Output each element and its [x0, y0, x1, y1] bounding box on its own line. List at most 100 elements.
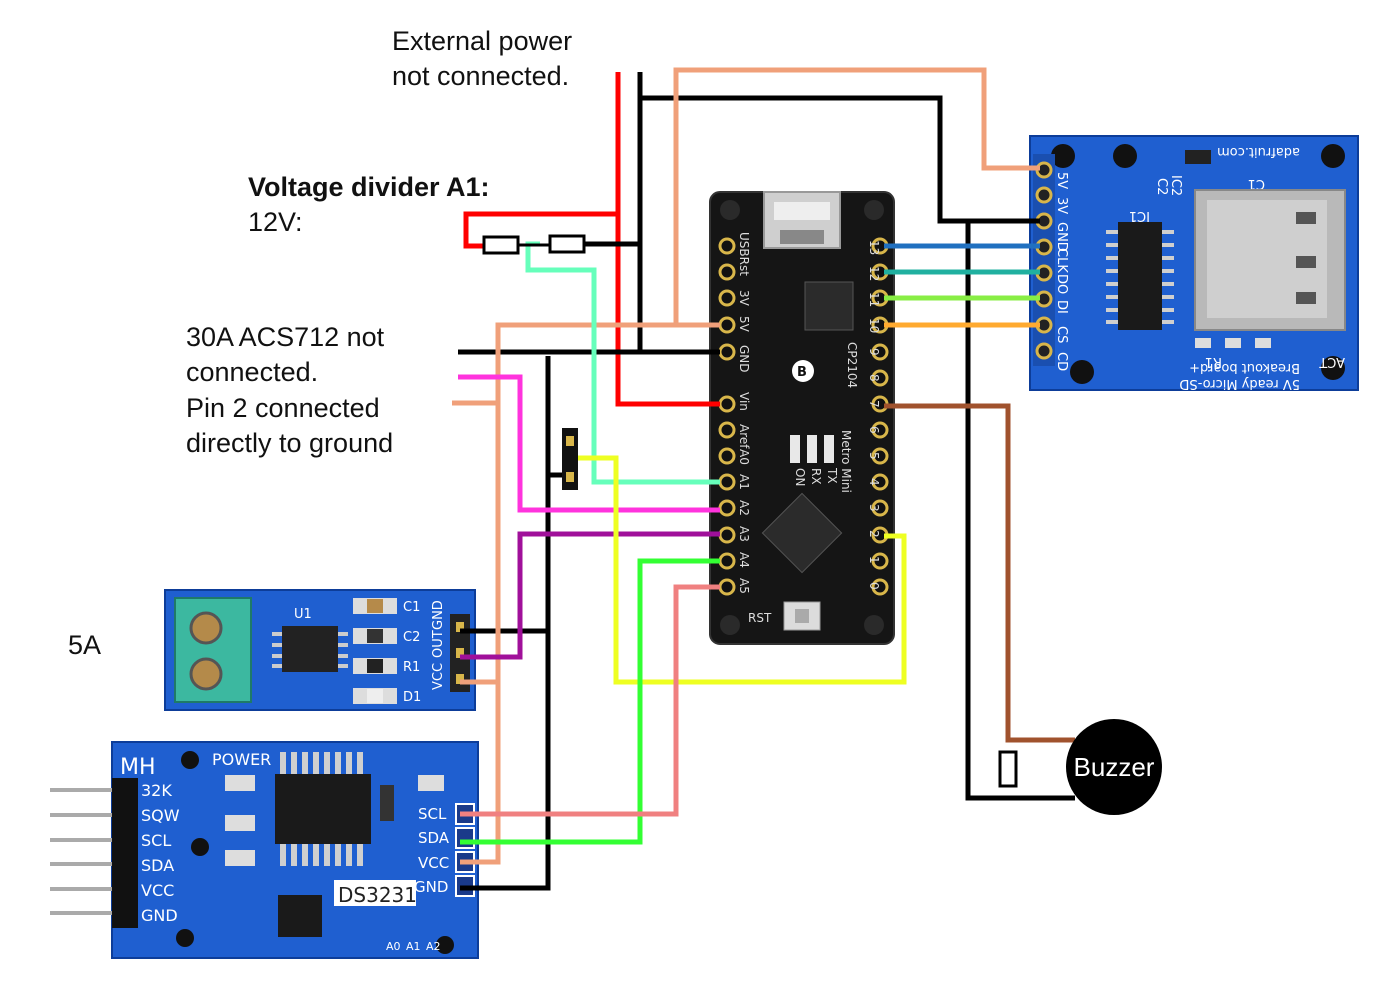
metro-pin-6: 6 — [867, 426, 881, 434]
sd-silk-ic2: IC2 — [1168, 175, 1183, 196]
terminal-block-icon — [174, 597, 252, 703]
metro-pin-4: 4 — [867, 478, 881, 486]
acs-note-line2: connected. — [186, 357, 319, 387]
metro-pin-2: 2 — [867, 530, 881, 538]
wire-salmon-5v — [460, 322, 720, 865]
metro-silk-b: B — [797, 365, 807, 380]
sd-silk-c2: C2 — [1154, 178, 1169, 195]
sd-pin-3v: 3V — [1054, 197, 1069, 214]
sd-pin-do: DO — [1054, 274, 1069, 294]
rtc-lpin-sda: SDA — [141, 856, 174, 875]
acs-pin-vcc: VCC — [431, 663, 446, 690]
metro-pin-gnd: GND — [737, 345, 751, 373]
cp2104-chip-icon — [804, 281, 854, 331]
acs712-5a-board: U1 C1 C2 R1 D1 VCC OUT GND — [164, 589, 476, 711]
wire-black-sd-gnd — [640, 95, 1040, 224]
metro-silk-on: ON — [793, 468, 807, 486]
acs-ic-chip-icon — [272, 626, 348, 672]
wire-salmon-sd-5v — [673, 67, 1040, 325]
acs-silk-u1: U1 — [294, 607, 312, 622]
usb-connector-icon — [763, 191, 841, 249]
metro-pin-1: 1 — [867, 556, 881, 564]
metro-pin-usbrst: USBRst — [737, 232, 751, 276]
rtc-silk-mh: MH — [120, 755, 156, 780]
metro-pin-8: 8 — [867, 374, 881, 382]
rtc-rpin-vcc: VCC — [418, 854, 449, 872]
sd-silk-brand: adafruit.com — [1217, 144, 1300, 159]
sd-slot-icon — [1194, 189, 1346, 331]
acs-silk-c2: C2 — [403, 630, 420, 645]
metro-pin-a0: A0 — [737, 449, 751, 465]
metro-silk-rx: RX — [809, 468, 823, 485]
rtc-silk-a1: A1 — [406, 940, 421, 953]
wire-mint-a1 — [525, 241, 720, 485]
acs-silk-d1: D1 — [403, 690, 421, 705]
resistor-icon — [482, 235, 520, 255]
wire-black-buzzer-gnd — [965, 221, 1075, 801]
metro-pin-a5: A5 — [737, 578, 751, 594]
sd-pin-di: DI — [1054, 300, 1069, 314]
rtc-silk-ds3231: DS3231 — [338, 883, 417, 907]
sd-silk-act: ACT — [1319, 354, 1345, 369]
metro-pin-3: 3 — [867, 504, 881, 512]
metro-pin-10: 10 — [867, 318, 881, 333]
rtc-silk-a2: A2 — [426, 940, 441, 953]
metro-pin-5v: 5V — [737, 316, 751, 333]
sd-ic-chip-icon — [1106, 222, 1174, 330]
rtc-rpin-scl: SCL — [418, 805, 447, 823]
acs-note-line4: directly to ground — [186, 428, 394, 458]
metro-pin-13: 13 — [867, 240, 881, 255]
rtc-ic-chip-icon — [275, 752, 371, 866]
metro-pin-a2: A2 — [737, 500, 751, 516]
sd-silk-c1: C1 — [1248, 176, 1265, 191]
sd-silk-line2: Breakout board+ — [1189, 360, 1300, 375]
sd-breakout-board: 5V 3V GND CLK DO DI CS CD IC1 IC2 C2 C1 — [1029, 135, 1359, 391]
sd-silk-line1: 5V ready Micro-SD — [1179, 376, 1300, 391]
metro-silk-rst: RST — [748, 611, 772, 625]
acs-pin-gnd: GND — [431, 600, 446, 630]
metro-pin-vin: Vin — [737, 392, 751, 411]
atmega-chip-icon — [761, 492, 843, 574]
sd-silk-r1: R1 — [1205, 354, 1222, 369]
metro-pin-5: 5 — [867, 452, 881, 460]
rtc-lpin-scl: SCL — [141, 831, 171, 850]
wire-brown-buzzer — [884, 403, 1075, 743]
resistor-icon — [548, 234, 586, 254]
metro-pin-9: 9 — [867, 348, 881, 356]
sd-pin-cs: CS — [1054, 326, 1069, 343]
acs-5a-label: 5A — [68, 630, 102, 660]
sd-pin-5v: 5V — [1054, 172, 1069, 189]
external-power-label-line1: External power — [392, 26, 573, 56]
sd-pin-clk: CLK — [1054, 248, 1069, 273]
sd-pin-cd: CD — [1054, 352, 1069, 371]
rtc-rpin-gnd: GND — [414, 878, 448, 896]
rtc-lpin-sqw: SQW — [141, 806, 180, 825]
sd-pin-gnd: GND — [1054, 222, 1069, 252]
rtc-lpin-vcc: VCC — [141, 881, 174, 900]
wire-red-divider — [463, 211, 618, 249]
reset-button-icon — [783, 601, 821, 631]
rtc-lpin-gnd: GND — [141, 906, 178, 925]
metro-silk-name: Metro Mini — [839, 430, 853, 493]
metro-pin-a4: A4 — [737, 552, 751, 568]
buzzer-icon: Buzzer — [1066, 719, 1162, 815]
metro-pin-0: 0 — [867, 582, 881, 590]
wire-yellow-pin2 — [572, 455, 907, 685]
wires — [452, 67, 1075, 891]
wire-green-a4 — [460, 558, 720, 845]
acs-silk-r1: R1 — [403, 660, 420, 675]
metro-pin-a1: A1 — [737, 474, 751, 490]
wire-purple-a3 — [460, 531, 720, 660]
buzzer-label: Buzzer — [1074, 752, 1155, 782]
metro-pin-aref: Aref — [737, 424, 751, 449]
external-power-label-line2: not connected. — [392, 61, 570, 91]
wire-red-power — [615, 72, 720, 407]
acs-note-line1: 30A ACS712 not — [186, 322, 385, 352]
rtc-lpin-32k: 32K — [141, 781, 172, 800]
metro-pin-12: 12 — [867, 266, 881, 281]
sd-silk-ic1: IC1 — [1129, 208, 1150, 223]
voltage-divider-title: Voltage divider A1: — [248, 172, 490, 202]
rtc-silk-a0: A0 — [386, 940, 401, 953]
